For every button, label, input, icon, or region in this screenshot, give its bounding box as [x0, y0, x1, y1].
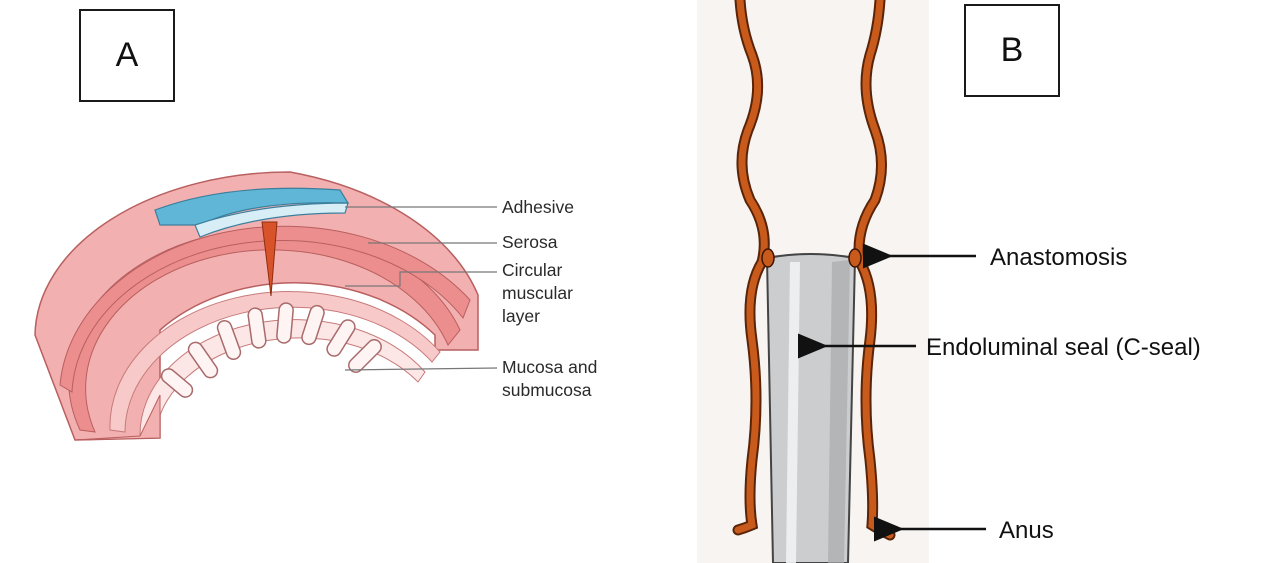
bowel-wall-section	[35, 172, 478, 440]
label-circular-3: layer	[502, 306, 540, 326]
label-anus: Anus	[999, 517, 1054, 544]
label-anastomosis: Anastomosis	[990, 244, 1127, 271]
label-serosa: Serosa	[502, 232, 558, 252]
label-mucosa-2: submucosa	[502, 380, 592, 400]
panel-b-letter: B	[1001, 31, 1024, 70]
label-circular-2: muscular	[502, 283, 573, 303]
label-adhesive: Adhesive	[502, 197, 574, 217]
label-c-seal: Endoluminal seal (C-seal)	[926, 334, 1201, 361]
panel-b-label: B	[964, 4, 1060, 97]
label-mucosa-1: Mucosa and	[502, 357, 597, 377]
panel-a-label: A	[79, 9, 175, 102]
label-circular-1: Circular	[502, 260, 562, 280]
panel-a-letter: A	[116, 36, 139, 75]
